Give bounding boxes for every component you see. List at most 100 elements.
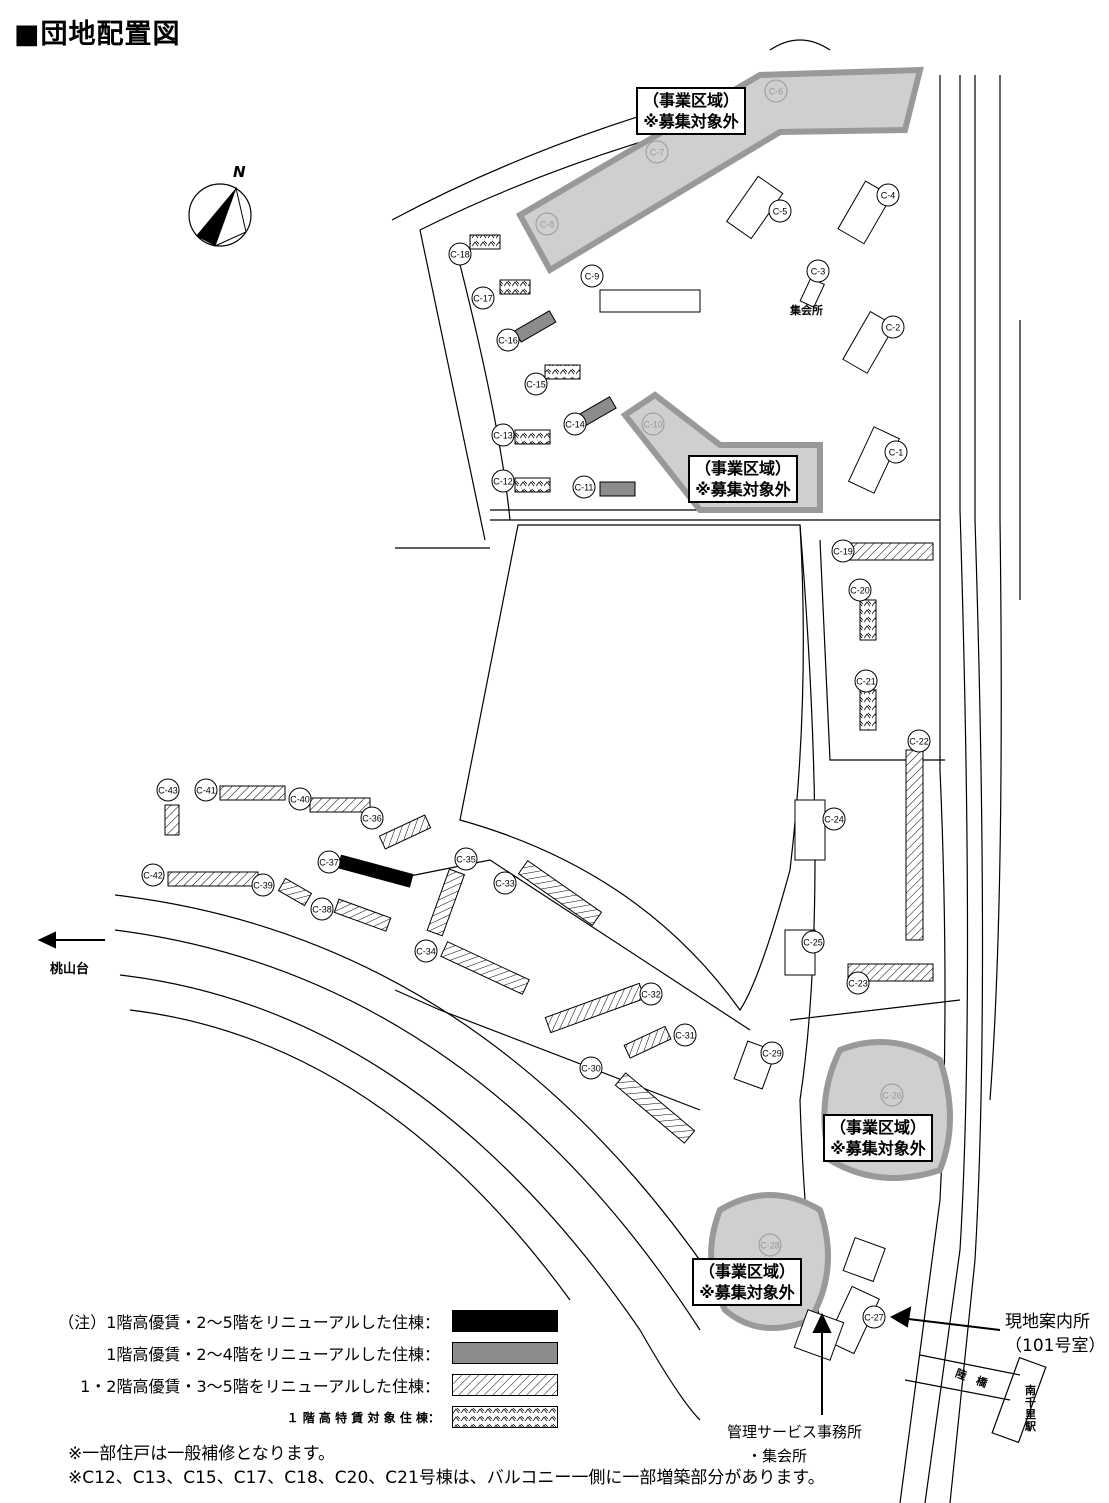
building-marker-c-43: C-43	[156, 778, 180, 802]
building-circle	[524, 372, 548, 396]
legend-row-hatch: 1・2階高優賃・3～5階をリニューアルした住棟：	[40, 1369, 558, 1401]
building-marker-c-3: C-3	[806, 259, 830, 283]
building-labels: C-1C-2C-3C-4C-5C-6C-7C-8C-9C-10C-11C-12C…	[141, 79, 931, 1329]
legend-swatch-hatch	[452, 1374, 558, 1396]
building-circle	[673, 1023, 697, 1047]
building-circle	[764, 79, 788, 103]
building-label: C-25	[803, 938, 823, 948]
building-marker-c-2: C-2	[881, 315, 905, 339]
station-label: 南千里駅	[1025, 1384, 1036, 1433]
building-label: C-10	[643, 420, 663, 430]
building-marker-c-39: C-39	[251, 873, 275, 897]
building-label: C-14	[565, 420, 585, 430]
building-marker-c-4: C-4	[876, 183, 900, 207]
building-label: C-4	[881, 191, 896, 201]
building-label: C-37	[319, 858, 339, 868]
building-marker-c-18: C-18	[448, 242, 472, 266]
legend-swatch-gray	[452, 1342, 558, 1364]
momoyamadai-label: 桃山台	[50, 962, 90, 977]
building-label: C-40	[290, 795, 310, 805]
building-circle	[141, 863, 165, 887]
building-label: C-34	[416, 947, 436, 957]
building-label: C-26	[882, 1091, 902, 1101]
building-circle	[493, 871, 517, 895]
building-circle	[454, 847, 478, 871]
building-label: C-17	[473, 294, 493, 304]
building-circle	[848, 578, 872, 602]
building-black	[337, 854, 414, 888]
building-label: C-36	[362, 814, 382, 824]
building-label: C-16	[498, 336, 518, 346]
building-label: C-1	[889, 448, 904, 458]
buildings-gray	[513, 310, 636, 497]
building-marker-c-41: C-41	[194, 778, 218, 802]
building-marker-c-16: C-16	[496, 328, 520, 352]
building-circle	[194, 778, 218, 802]
building-label: C-3	[811, 267, 826, 277]
building-circle	[831, 539, 855, 563]
building-circle	[876, 183, 900, 207]
building-marker-c-12: C-12	[491, 469, 515, 493]
building-label: C-18	[450, 250, 470, 260]
buildings-hatched	[164, 234, 934, 1144]
arrows	[37, 931, 1001, 1415]
building-outlines	[599, 175, 901, 1361]
building-circle	[881, 315, 905, 339]
building-marker-c-30: C-30	[579, 1056, 603, 1080]
building-label: C-27	[864, 1313, 884, 1323]
building-circle	[645, 140, 669, 164]
legend-swatch-cross	[452, 1406, 558, 1428]
building-label: C-28	[760, 1241, 780, 1251]
building-circle	[884, 440, 908, 464]
building-marker-c-15: C-15	[524, 372, 548, 396]
building-label: C-20	[850, 586, 870, 596]
building-marker-c-28: C-28	[758, 1233, 782, 1257]
building-circle	[572, 475, 596, 499]
building-circle	[758, 1233, 782, 1257]
legend-swatch-black	[452, 1310, 558, 1332]
roads	[114, 39, 1047, 1503]
shukaijo-label: 集会所	[790, 304, 823, 317]
building-label: C-21	[856, 677, 876, 687]
note-2: ※C12、C13、C15、C17、C18、C20、C21号棟は、バルコニー一側に…	[68, 1468, 825, 1488]
building-marker-c-26: C-26	[880, 1083, 904, 1107]
building-label: C-12	[493, 477, 513, 487]
building-circle	[907, 729, 931, 753]
building-label: C-29	[762, 1049, 782, 1059]
building-circle	[310, 897, 334, 921]
building-marker-c-1: C-1	[884, 440, 908, 464]
building-marker-c-34: C-34	[414, 939, 438, 963]
building-label: C-22	[909, 737, 929, 747]
building-marker-c-27: C-27	[862, 1305, 886, 1329]
building-circle	[639, 982, 663, 1006]
building-label: C-39	[253, 881, 273, 891]
building-circle	[641, 412, 665, 436]
building-label: C-35	[456, 855, 476, 865]
building-circle	[491, 469, 515, 493]
building-circle	[496, 328, 520, 352]
building-marker-c-42: C-42	[141, 863, 165, 887]
building-marker-c-36: C-36	[360, 806, 384, 830]
building-marker-c-35: C-35	[454, 847, 478, 871]
building-marker-c-5: C-5	[768, 199, 792, 223]
building-circle	[846, 971, 870, 995]
building-circle	[471, 286, 495, 310]
building-marker-c-7: C-7	[645, 140, 669, 164]
building-circle	[580, 264, 604, 288]
building-circle	[251, 873, 275, 897]
building-label: C-6	[769, 87, 784, 97]
management-office-label: 管理サービス事務所・集会所	[727, 1423, 863, 1465]
building-circle	[801, 930, 825, 954]
building-label: C-8	[540, 220, 555, 230]
building-marker-c-22: C-22	[907, 729, 931, 753]
building-marker-c-10: C-10	[641, 412, 665, 436]
building-label: C-13	[493, 431, 513, 441]
note-1: ※一部住戸は一般補修となります。	[68, 1444, 336, 1464]
building-label: C-2	[886, 323, 901, 333]
building-marker-c-9: C-9	[580, 264, 604, 288]
building-marker-c-20: C-20	[848, 578, 872, 602]
building-label: C-43	[158, 786, 178, 796]
building-label: C-24	[824, 815, 844, 825]
legend: （注）1階高優賃・2～5階をリニューアルした住棟： 1階高優賃・2～4階をリニュ…	[40, 1305, 558, 1433]
notes: ※一部住戸は一般補修となります。 ※C12、C13、C15、C17、C18、C2…	[68, 1442, 825, 1490]
